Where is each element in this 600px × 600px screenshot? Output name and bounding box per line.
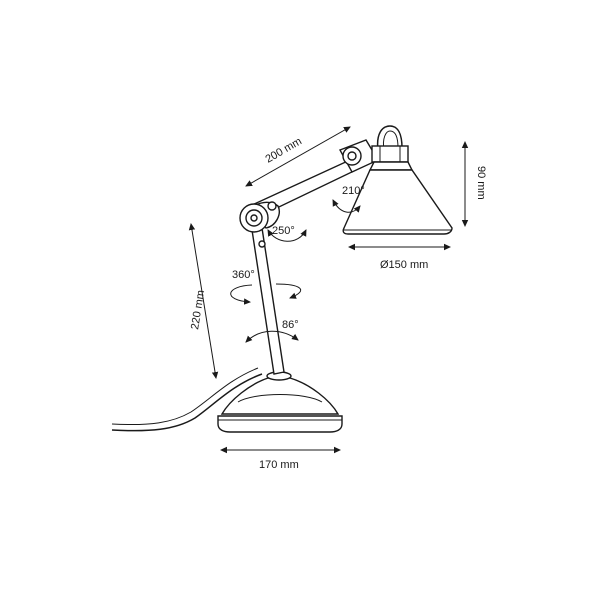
label-elbow: 250°: [272, 225, 295, 237]
dim-line-lamp-height: [188, 223, 219, 379]
arc-elbow: [267, 229, 307, 242]
arc-shade-tilt: [332, 199, 361, 213]
dim-line-arm: [245, 126, 351, 187]
label-base-tilt: 86°: [282, 319, 299, 331]
lamp-base: [217, 371, 343, 433]
power-cable: [111, 373, 263, 432]
arc-rotation-left: [230, 284, 253, 305]
label-arm-length: 200 mm: [264, 135, 304, 165]
lower-arm: [251, 227, 285, 375]
elbow-joint: [239, 201, 280, 233]
label-rotation: 360°: [232, 269, 255, 281]
label-base-diameter: 170 mm: [259, 459, 299, 471]
arc-base-tilt: [245, 330, 299, 343]
lamp-shade: [342, 125, 453, 235]
label-shade-height: 90 mm: [475, 166, 487, 200]
label-shade-diameter: Ø150 mm: [380, 259, 428, 271]
arc-rotation-right: [275, 283, 302, 299]
label-shade-tilt: 210°: [342, 185, 365, 197]
